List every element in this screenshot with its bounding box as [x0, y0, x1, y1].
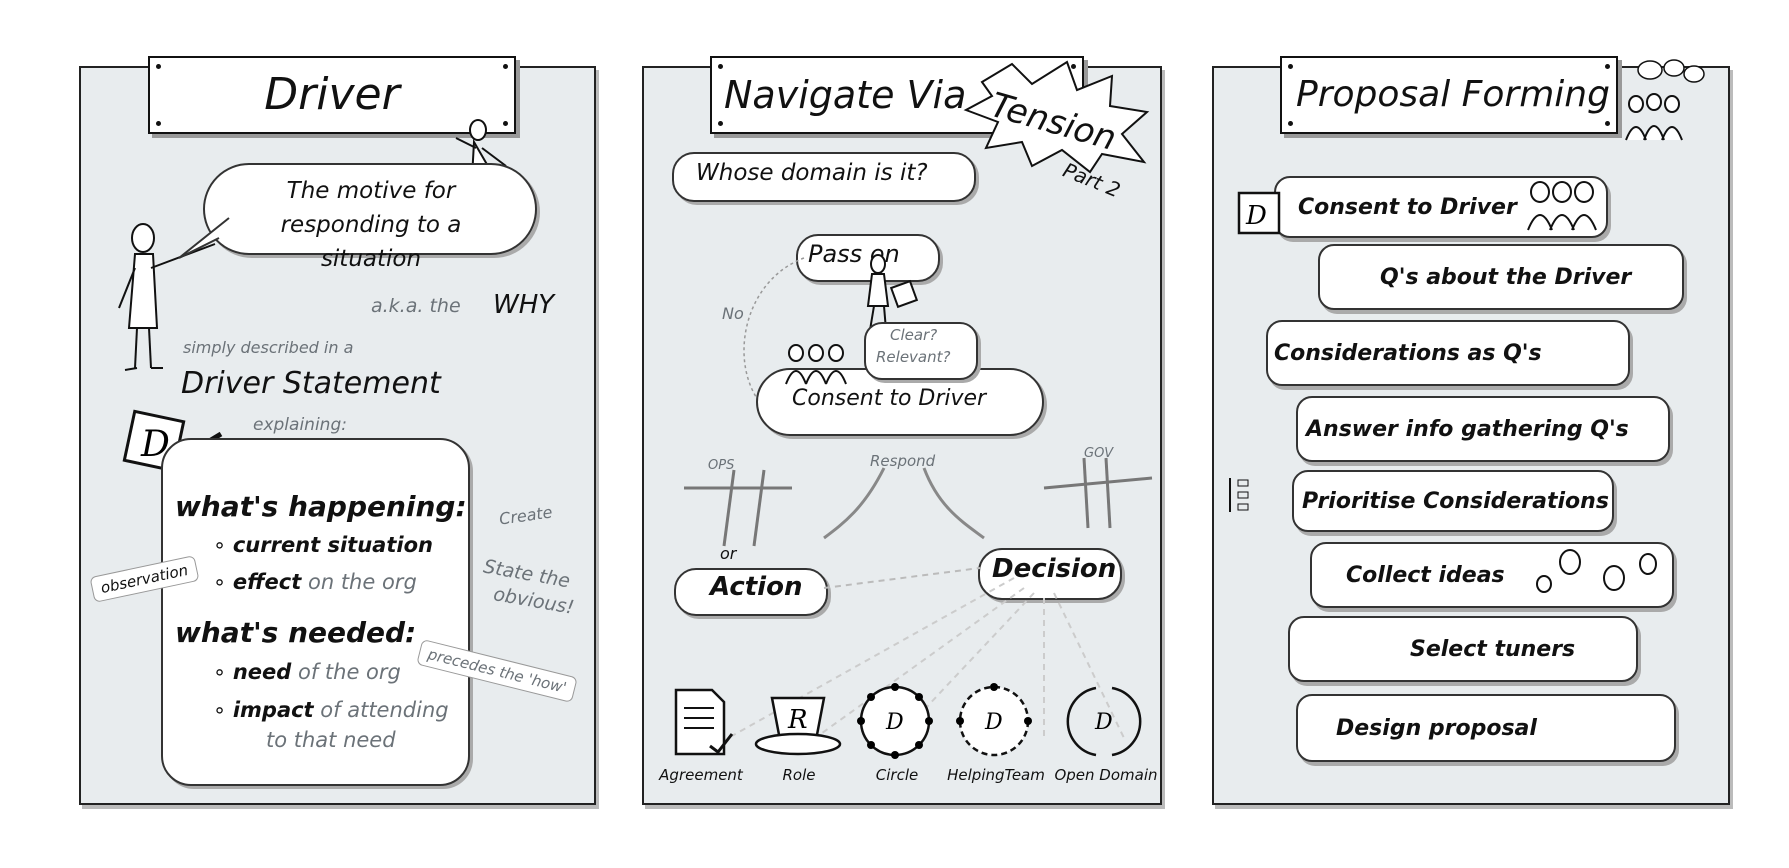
svg-text:D: D	[885, 710, 904, 735]
action-text: Action	[710, 572, 803, 602]
navigate-panel: Navigate Via Tension Part 2 Whose domain…	[642, 56, 1162, 805]
step-3-text: Considerations as Q's	[1274, 340, 1542, 366]
step-8-text: Design proposal	[1336, 715, 1537, 741]
role-icon: R	[754, 696, 842, 756]
no-text: No	[722, 304, 744, 323]
driver-panel: Driver The motive for responding to a si…	[79, 56, 596, 805]
gov-text: GOV	[1084, 446, 1114, 461]
whats-needed-heading: what's needed:	[175, 616, 417, 649]
svg-text:R: R	[787, 705, 808, 735]
respond-text: Respond	[870, 452, 936, 470]
gov-grid-icon	[1043, 457, 1153, 529]
no-loop-arrow	[743, 257, 805, 429]
driver-definition-bubble	[203, 163, 537, 255]
whose-domain-bubble	[672, 152, 976, 202]
create-text: Create	[497, 502, 554, 529]
driver-statement-card	[161, 438, 470, 786]
driver-card-icon: D	[1237, 191, 1281, 235]
proposal-panel: Proposal Forming Consent to Driver Q's a…	[1212, 56, 1730, 805]
step-1-text: Consent to Driver	[1298, 194, 1517, 220]
step-select-tuners: Select tuners	[1288, 616, 1638, 682]
stick-figure-pointing-icon	[118, 223, 216, 371]
to-that-need-text: to that need	[266, 728, 396, 752]
bubble-tail	[178, 217, 230, 259]
action-bubble	[674, 568, 828, 616]
svg-text:D: D	[984, 710, 1003, 735]
of-attending-text: of attending	[320, 698, 449, 722]
explaining-text: explaining:	[253, 415, 347, 435]
decision-fan-lines	[713, 567, 1125, 747]
circle-label: Circle	[875, 766, 919, 784]
pass-on-figure-icon	[866, 254, 919, 331]
step-6-text: Collect ideas	[1346, 562, 1505, 588]
clear-relevant-bubble	[864, 322, 978, 380]
svg-text:D: D	[1245, 201, 1267, 231]
agreement-label: Agreement	[659, 766, 743, 784]
ops-text: OPS	[708, 458, 735, 473]
ops-grid-icon	[684, 469, 792, 547]
open-domain-icon: D	[1066, 686, 1142, 757]
step-4-text: Answer info gathering Q's	[1306, 416, 1629, 442]
current-situation-item: ∘ current situation	[213, 533, 433, 557]
effect-item: ∘ effect on the org	[213, 570, 417, 594]
on-the-org-text: on the org	[307, 570, 417, 594]
pass-on-bubble	[796, 234, 940, 282]
of-the-org-text: of the org	[297, 660, 401, 684]
effect-text: effect	[232, 570, 302, 594]
navigate-title: Navigate Via	[724, 73, 967, 117]
need-item: ∘ need of the org	[213, 660, 401, 684]
consent-to-driver-text: Consent to Driver	[792, 386, 987, 411]
driver-title-box: Driver	[148, 56, 516, 134]
aka-text: a.k.a. the	[371, 295, 461, 317]
clear-text: Clear?	[890, 326, 938, 344]
thinking-group-icon	[1625, 59, 1705, 141]
why-text: WHY	[493, 290, 555, 320]
step-design-proposal: Design proposal	[1296, 694, 1676, 762]
decision-bubble	[978, 548, 1122, 600]
impact-item: ∘ impact of attending	[213, 698, 449, 722]
whose-domain-text: Whose domain is it?	[696, 160, 928, 186]
tension-burst-shape	[963, 60, 1150, 174]
step-7-text: Select tuners	[1410, 636, 1576, 662]
step-prioritise: Prioritise Considerations	[1292, 470, 1614, 532]
agreement-icon	[674, 688, 734, 756]
step-questions-about-driver: Q's about the Driver	[1318, 244, 1684, 310]
helping-team-label: HelpingTeam	[947, 766, 1045, 784]
open-domain-label: Open Domain	[1054, 766, 1158, 784]
people-group-icon	[1527, 181, 1597, 231]
impact-text: impact	[232, 698, 314, 722]
group-people-icon	[785, 344, 847, 385]
proposal-title-box: Proposal Forming	[1280, 56, 1618, 134]
step-considerations: Considerations as Q's	[1266, 320, 1630, 386]
current-situation-text: current situation	[232, 533, 433, 557]
driver-title: Driver	[264, 69, 400, 120]
step-answer-info-gathering: Answer info gathering Q's	[1296, 396, 1670, 462]
driver-definition-text: The motive for responding to a situation	[280, 178, 462, 272]
circle-icon: D	[857, 683, 933, 759]
driver-statement-heading: Driver Statement	[181, 366, 441, 401]
role-label: Role	[782, 766, 816, 784]
step-2-text: Q's about the Driver	[1380, 264, 1632, 290]
step-5-text: Prioritise Considerations	[1302, 488, 1609, 514]
prioritise-list-icon	[1229, 478, 1249, 512]
ideas-lightbulb-icon	[1536, 549, 1657, 593]
respond-arrows	[823, 467, 985, 540]
svg-text:D: D	[1094, 710, 1113, 735]
helping-team-icon: D	[956, 683, 1032, 757]
simply-described-text: simply described in a	[183, 338, 354, 357]
need-text: need	[232, 660, 292, 684]
whats-happening-heading: what's happening:	[175, 490, 467, 523]
or-text: or	[720, 544, 737, 563]
relevant-text: Relevant?	[876, 348, 951, 366]
proposal-title: Proposal Forming	[1296, 74, 1610, 115]
